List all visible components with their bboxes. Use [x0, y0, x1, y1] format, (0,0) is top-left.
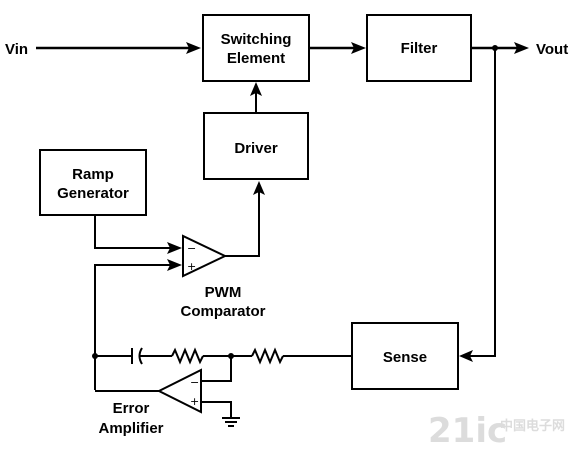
error-noninverting-wire: [201, 401, 232, 418]
error-amplifier-label-2: Amplifier: [98, 420, 163, 437]
pwm-to-driver-arrow-icon: [253, 181, 265, 195]
sense-block: Sense: [351, 322, 459, 390]
vout-label: Vout: [536, 41, 568, 58]
error-amplifier-symbol: − +: [156, 368, 202, 414]
sense-input-arrow-icon: [459, 350, 473, 362]
vout-to-sense-wire: [470, 48, 496, 357]
pwm-to-driver-wire: [225, 192, 260, 257]
error-amplifier-label-1: Error: [113, 400, 150, 417]
switching-element-label-2: Element: [227, 50, 285, 67]
switching-element-label-1: Switching: [221, 31, 292, 48]
vin-label: Vin: [5, 41, 28, 58]
watermark-text: 21ic: [428, 411, 507, 451]
filter-label: Filter: [401, 40, 438, 57]
resistor-1-icon: [171, 347, 204, 365]
error-plus-sign: +: [190, 395, 199, 408]
driver-block: Driver: [203, 112, 309, 180]
error-to-pwm-arrow-icon: [167, 259, 182, 271]
error-to-pwm-wire: [94, 264, 170, 390]
driver-label: Driver: [234, 140, 278, 157]
pwm-comparator-symbol: − +: [182, 234, 228, 278]
switch-to-filter-arrow-icon: [351, 42, 366, 54]
switching-element-block: Switching Element: [202, 14, 310, 82]
ramp-to-pwm-wire: [94, 215, 170, 249]
ramp-generator-block: Ramp Generator: [39, 149, 147, 216]
watermark-chinese: 中国电子网: [500, 418, 565, 434]
pwm-label-1: PWM: [205, 284, 242, 301]
ramp-generator-label-1: Ramp: [72, 166, 114, 183]
ground-icon: [222, 417, 240, 427]
vin-arrow-icon: [186, 42, 201, 54]
ramp-generator-label-2: Generator: [57, 185, 129, 202]
pwm-plus-sign: +: [187, 260, 196, 273]
vout-arrow-icon: [514, 42, 529, 54]
error-minus-sign: −: [190, 376, 199, 389]
filter-block: Filter: [366, 14, 472, 82]
resistor-2-icon: [251, 347, 284, 365]
driver-to-switch-arrow-icon: [250, 82, 262, 96]
ramp-to-pwm-arrow-icon: [167, 242, 182, 254]
error-inverting-wire: [201, 356, 232, 382]
sense-label: Sense: [383, 349, 427, 366]
watermark-logo: 21ic 中国电子网: [428, 411, 565, 451]
pwm-label-2: Comparator: [180, 303, 265, 320]
pwm-minus-sign: −: [187, 242, 196, 255]
